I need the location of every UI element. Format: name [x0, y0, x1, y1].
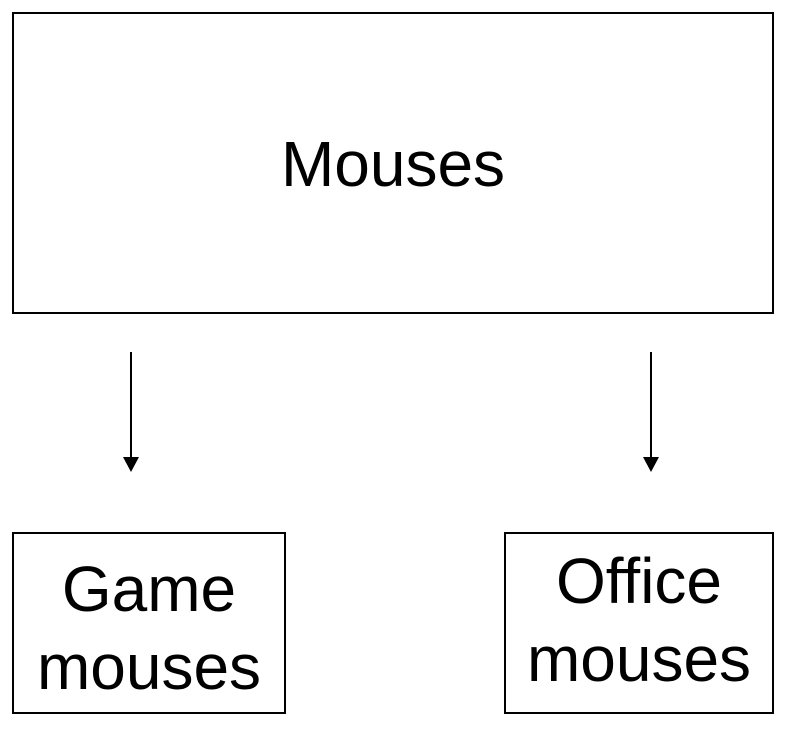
arrow-to-office-mouses	[643, 352, 659, 472]
root-node-mouses: Mouses	[12, 12, 774, 314]
arrow-to-game-mouses	[123, 352, 139, 472]
root-node-label: Mouses	[280, 128, 506, 200]
child-node-game-mouses: Game mouses	[12, 532, 286, 714]
child-node-label-game-mouses: Game mouses	[36, 553, 262, 703]
child-node-office-mouses: Office mouses	[504, 532, 774, 714]
child-node-label-office-mouses: Office mouses	[526, 545, 752, 695]
